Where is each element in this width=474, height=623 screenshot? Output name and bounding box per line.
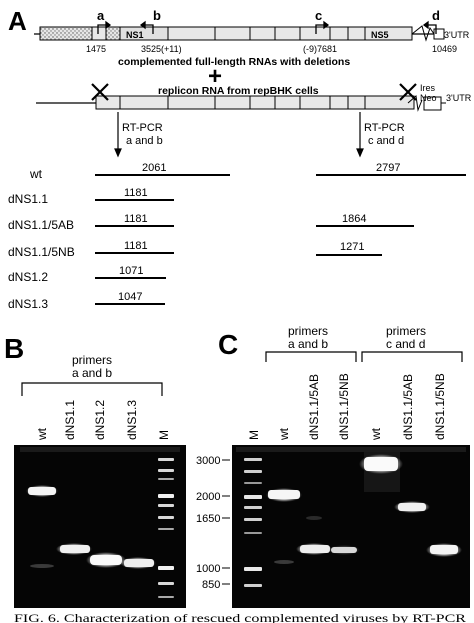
row-dns1-1-size: 1181 — [124, 187, 148, 199]
position-3525: 3525(+11) — [141, 44, 182, 54]
gel-b — [14, 445, 186, 608]
primer-a-label: a — [97, 8, 105, 23]
lane-b-m: M — [157, 430, 171, 440]
row-dns1-1-5ab-right-size: 1864 — [342, 213, 366, 225]
lane-c-wt-cd: wt — [369, 427, 383, 441]
primer-b-label: b — [153, 8, 161, 23]
utr-label: 3'UTR — [444, 30, 470, 40]
panel-b-lane-labels: wt dNS1.1 dNS1.2 dNS1.3 M — [35, 400, 171, 441]
lane-c-dns1-1-5nb-ab: dNS1.1/5NB — [337, 373, 351, 440]
panel-c-primers-cd-label: primers — [386, 324, 426, 338]
row-name-dns1-1-5ab: dNS1.1/5AB — [8, 218, 74, 232]
deletion-x-marks — [91, 83, 417, 101]
complemented-rna-label: complemented full-length RNAs with delet… — [118, 56, 350, 68]
lane-b-dns1-2: dNS1.2 — [93, 400, 107, 440]
marker-3000: 3000 — [196, 455, 220, 467]
neo-label: Neo — [420, 93, 437, 103]
row-name-wt: wt — [29, 167, 43, 181]
primer-d-label: d — [432, 8, 440, 23]
marker-1000: 1000 — [196, 563, 220, 575]
row-name-dns1-1-5nb: dNS1.1/5NB — [8, 245, 75, 259]
figure-caption: FIG. 6. Characterization of rescued comp… — [14, 611, 466, 623]
row-name-dns1-3: dNS1.3 — [8, 297, 48, 311]
marker-850: 850 — [202, 579, 220, 591]
ns1-label: NS1 — [126, 30, 144, 40]
lane-c-dns1-1-5nb-cd: dNS1.1/5NB — [433, 373, 447, 440]
utr2-label: 3'UTR — [446, 93, 472, 103]
marker-1650: 1650 — [196, 513, 220, 525]
panel-c-bracket-ab — [265, 351, 357, 362]
lane-c-m: M — [247, 430, 261, 440]
gel-c — [232, 445, 470, 608]
rt-pcr-arrows — [114, 112, 364, 158]
panel-b-label: B — [4, 333, 24, 364]
lane-c-wt-ab: wt — [277, 427, 291, 441]
marker-ladder-b — [158, 458, 174, 598]
lane-b-wt: wt — [35, 427, 49, 441]
size-markers: 3000 2000 1650 1000 850 — [196, 455, 230, 591]
panel-c-lane-labels: M wt dNS1.1/5AB dNS1.1/5NB wt dNS1.1/5AB… — [247, 373, 447, 441]
replicon-construct — [36, 95, 446, 112]
marker-2000: 2000 — [196, 491, 220, 503]
row-wt-right-size: 2797 — [376, 162, 400, 174]
primer-c-label: c — [315, 8, 322, 23]
position-7681: (-9)7681 — [303, 44, 337, 54]
ires-label: Ires — [420, 83, 436, 93]
panel-b-primers-ab: a and b — [72, 366, 112, 380]
panel-c-primers-cd: c and d — [386, 337, 425, 351]
row-dns1-1-5nb-left-size: 1181 — [124, 240, 148, 252]
row-name-dns1-1: dNS1.1 — [8, 192, 48, 206]
marker-ladder-c — [244, 458, 262, 587]
panel-b-primers-label: primers — [72, 353, 112, 367]
row-dns1-1-5ab-left-size: 1181 — [124, 213, 148, 225]
rtpcr-ab-label: RT-PCR — [122, 122, 163, 134]
panel-c-primers-ab-label: primers — [288, 324, 328, 338]
row-wt-left-size: 2061 — [142, 162, 166, 174]
lane-c-dns1-1-5ab-cd: dNS1.1/5AB — [401, 374, 415, 440]
panel-c-primers-ab: a and b — [288, 337, 328, 351]
panel-c-bracket-cd — [361, 351, 463, 362]
lane-c-dns1-1-5ab-ab: dNS1.1/5AB — [307, 374, 321, 440]
replicon-label: replicon RNA from repBHK cells — [158, 85, 319, 97]
product-rows: wt 2061 2797 dNS1.1 1181 dNS1.1/5AB 1181… — [8, 162, 466, 311]
rtpcr-ab-primers: a and b — [126, 135, 163, 147]
row-dns1-2-size: 1071 — [119, 265, 143, 277]
panel-c-label: C — [218, 329, 238, 360]
position-1475: 1475 — [86, 44, 106, 54]
position-10469: 10469 — [432, 44, 457, 54]
panel-b-bracket — [21, 382, 163, 396]
row-dns1-1-5nb-right-size: 1271 — [340, 241, 364, 253]
rtpcr-cd-primers: c and d — [368, 135, 404, 147]
panel-a-label: A — [8, 6, 27, 36]
lane-b-dns1-3: dNS1.3 — [125, 400, 139, 440]
rtpcr-cd-label: RT-PCR — [364, 122, 405, 134]
primer-arrows — [97, 20, 437, 34]
ns5-label: NS5 — [371, 30, 389, 40]
row-dns1-3-size: 1047 — [118, 291, 142, 303]
plus-sign: + — [208, 63, 222, 90]
lane-b-dns1-1: dNS1.1 — [63, 400, 77, 440]
row-name-dns1-2: dNS1.2 — [8, 270, 48, 284]
